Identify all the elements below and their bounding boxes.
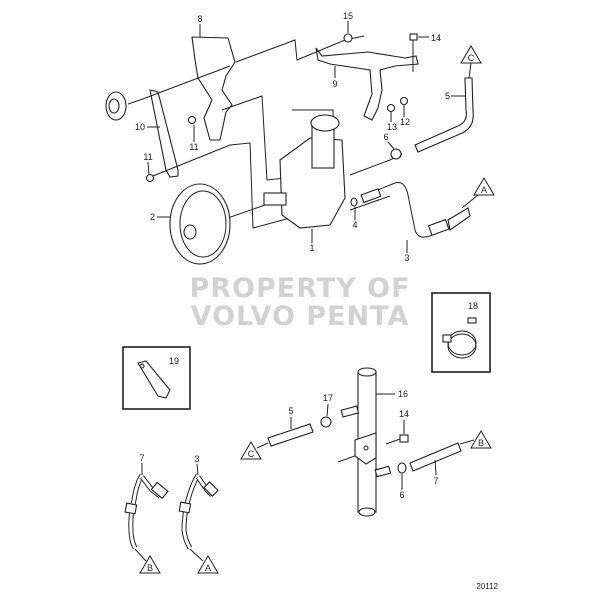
hose-7-lower <box>409 442 462 472</box>
part-label-7: 7 <box>433 476 438 486</box>
part-label-2: 2 <box>150 212 155 222</box>
part-label-13: 13 <box>387 122 397 132</box>
part-label-1: 1 <box>309 243 314 253</box>
part-label-5b: 5 <box>288 406 293 416</box>
svg-text:A: A <box>481 185 487 195</box>
pipe-3-detail <box>178 473 219 550</box>
pipe-3 <box>377 182 446 238</box>
part-label-3b: 3 <box>194 454 199 464</box>
connector-b-mid: B <box>459 430 492 449</box>
part-label-7b: 7 <box>139 453 144 463</box>
bracket-8 <box>191 36 236 141</box>
watermark-line-1: PROPERTY OF <box>189 273 410 304</box>
t-pipe-16 <box>340 367 392 517</box>
part-label-12: 12 <box>400 117 410 127</box>
part-label-9: 9 <box>332 79 337 89</box>
part-label-10: 10 <box>135 122 145 132</box>
power-steering-pump <box>263 114 346 229</box>
svg-text:B: B <box>478 438 484 448</box>
part-label-16: 16 <box>398 389 408 399</box>
part-label-15: 15 <box>343 11 353 21</box>
part-label-11b: 11 <box>143 152 152 162</box>
pipe-7-detail <box>124 473 169 550</box>
part-label-17: 17 <box>323 393 333 403</box>
connector-a-bottom: A <box>189 548 219 574</box>
hose-5 <box>414 77 474 153</box>
svg-text:C: C <box>468 53 475 63</box>
pulley-2 <box>169 183 231 265</box>
part-label-14b: 14 <box>399 409 409 419</box>
inset-clip-19: 19 <box>122 346 191 410</box>
bracket-9 <box>315 47 419 121</box>
svg-text:19: 19 <box>169 356 179 366</box>
connector-b-bottom: B <box>134 548 161 574</box>
hose-5-lower <box>267 423 314 447</box>
svg-text:C: C <box>248 449 255 459</box>
part-label-3: 3 <box>404 253 409 263</box>
inset-hose-clamp-18: 18 <box>431 292 491 373</box>
figure-number: 20112 <box>476 582 498 591</box>
connector-c-mid: C <box>240 441 269 460</box>
part-label-4: 4 <box>352 220 357 230</box>
watermark-line-2: VOLVO PENTA <box>191 301 410 332</box>
svg-text:B: B <box>147 563 153 573</box>
part-label-6b: 6 <box>399 490 404 500</box>
link-10 <box>149 89 179 178</box>
svg-text:18: 18 <box>468 301 478 311</box>
idler-pulley <box>105 91 141 121</box>
part-label-6: 6 <box>383 132 388 142</box>
part-label-5: 5 <box>445 91 450 101</box>
part-label-11a: 11 <box>189 142 198 152</box>
part-label-14: 14 <box>431 33 441 43</box>
connector-c-top: C <box>460 45 482 79</box>
connector-a-top: A <box>461 177 495 209</box>
part-label-8: 8 <box>197 14 202 24</box>
svg-text:A: A <box>205 563 211 573</box>
